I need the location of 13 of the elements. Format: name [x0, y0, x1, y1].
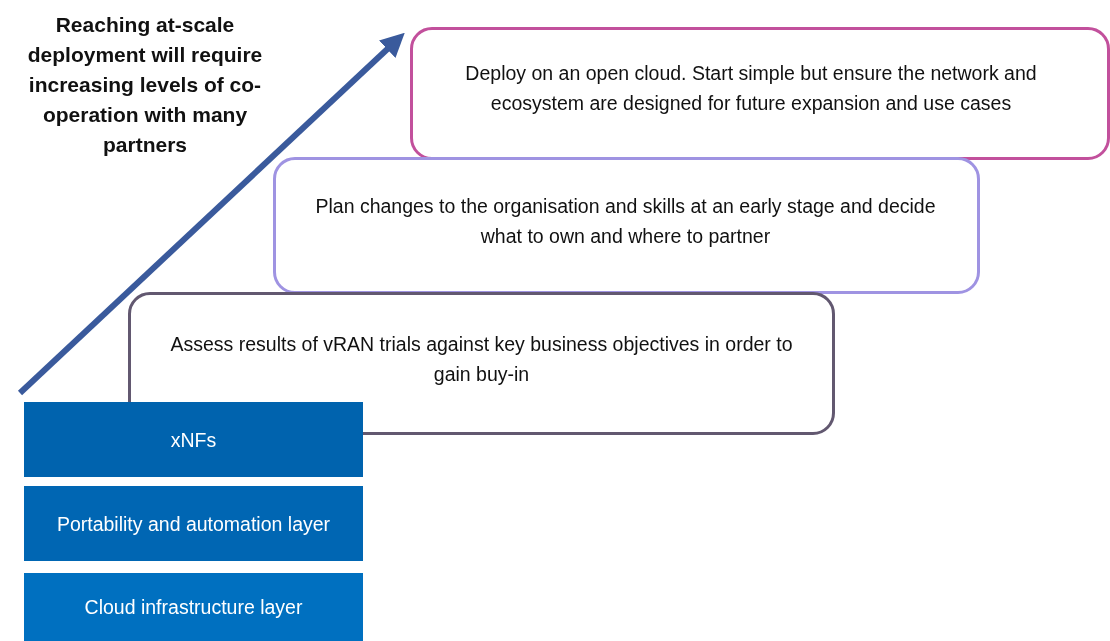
step-box	[410, 27, 1110, 160]
layer-bar	[24, 573, 363, 641]
step-text: Deploy on an open cloud. Start simple but ensure the network and ecosystem are designed for future expansion and use cases	[464, 60, 1038, 116]
layer-label: xNFs	[170, 427, 217, 453]
step-text: Plan changes to the organisation and skills at an early stage and decide what to own and where to partner	[314, 193, 937, 249]
step-box	[273, 157, 980, 294]
layer-bar	[24, 402, 363, 477]
step-text: Assess results of vRAN trials against key business objectives in order to gain buy-in	[169, 331, 794, 387]
layer-label: Cloud infrastructure layer	[84, 595, 303, 620]
layer-label: Portability and automation layer	[56, 511, 331, 537]
arrow-caption: Reaching at-scale deployment will require increasing levels of co-operation with many partners	[26, 12, 264, 158]
layer-bar	[24, 486, 363, 561]
step-box	[128, 292, 835, 435]
